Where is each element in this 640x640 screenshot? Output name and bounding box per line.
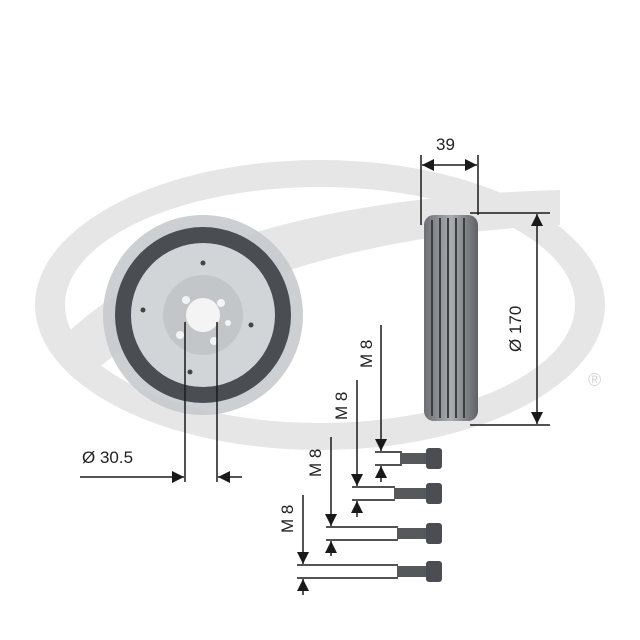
bolt-3 (325, 437, 442, 556)
bore-diameter-label: Ø 30.5 (82, 448, 133, 467)
bolt-2 (351, 380, 442, 517)
registered-mark: ® (588, 370, 601, 390)
pulley-side-view (424, 215, 478, 421)
bolt-4-thread-label: M 8 (278, 505, 297, 533)
bolt-1 (375, 325, 442, 482)
bolt-1-thread-label: M 8 (357, 340, 376, 368)
outer-diameter-dimension (470, 212, 550, 426)
bolt-4 (297, 495, 442, 595)
width-dimension (420, 155, 479, 225)
outer-diameter-label: Ø 170 (506, 306, 525, 352)
pulley-front-view (103, 215, 303, 415)
bolt-3-thread-label: M 8 (306, 449, 325, 477)
bore-diameter-dimension (80, 322, 242, 483)
width-label: 39 (436, 135, 455, 154)
bolt-2-thread-label: M 8 (332, 392, 351, 420)
